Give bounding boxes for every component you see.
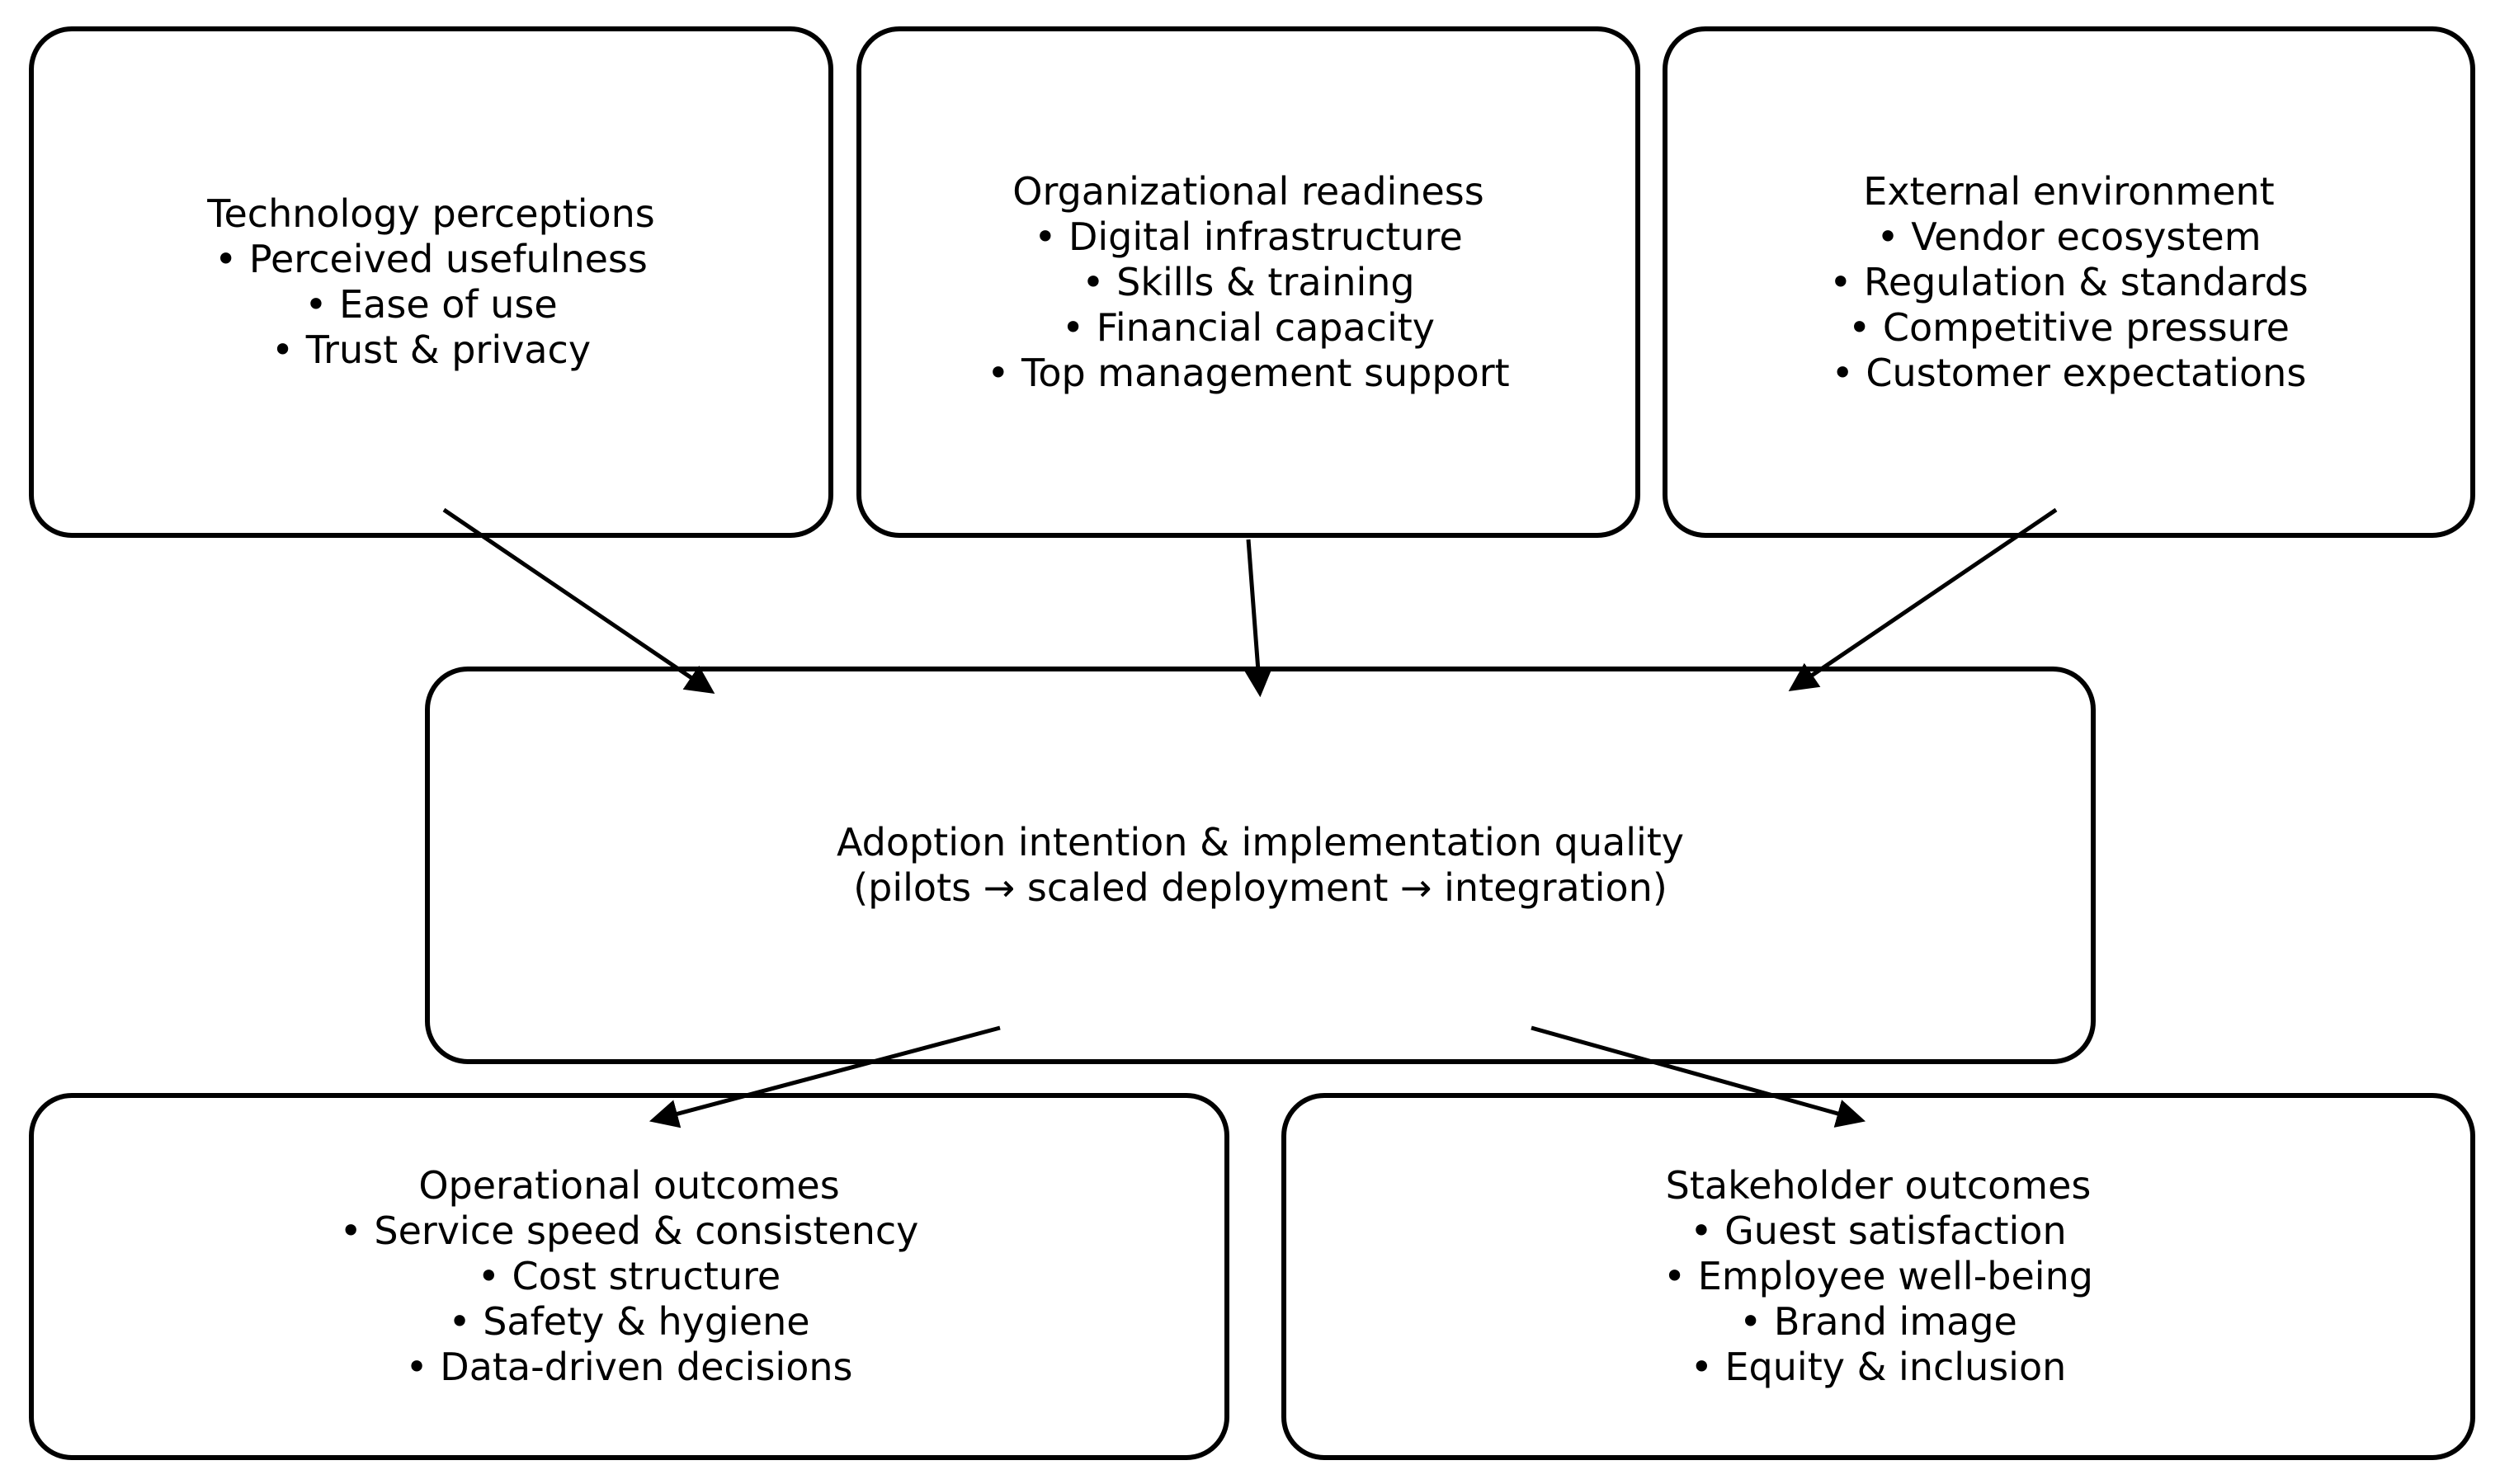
box-title: External environment — [1863, 168, 2275, 214]
box-technology-perceptions: Technology perceptions • Perceived usefu… — [29, 26, 833, 538]
box-title: Technology perceptions — [207, 191, 655, 236]
bullet-item: • Ease of use — [304, 282, 558, 327]
box-subtitle: (pilots → scaled deployment → integratio… — [853, 865, 1667, 910]
box-external-environment: External environment • Vendor ecosystem … — [1663, 26, 2475, 538]
bullet-item: • Digital infrastructure — [1034, 214, 1463, 259]
bullet-item: • Equity & inclusion — [1690, 1345, 2067, 1389]
box-title: Stakeholder outcomes — [1665, 1163, 2092, 1208]
bullet-item: • Guest satisfaction — [1690, 1208, 2067, 1253]
bullet-item: • Competitive pressure — [1848, 304, 2290, 350]
bullet-item: • Data-driven decisions — [405, 1345, 853, 1389]
bullet-item: • Top management support — [987, 350, 1510, 395]
box-stakeholder-outcomes: Stakeholder outcomes • Guest satisfactio… — [1281, 1093, 2475, 1460]
bullet-item: • Perceived usefulness — [215, 237, 648, 281]
bullet-item: • Safety & hygiene — [448, 1299, 810, 1344]
box-operational-outcomes: Operational outcomes • Service speed & c… — [29, 1093, 1229, 1460]
bullet-item: • Employee well-being — [1663, 1254, 2093, 1298]
bullet-item: • Customer expectations — [1831, 350, 2307, 395]
bullet-item: • Cost structure — [477, 1254, 781, 1298]
box-organizational-readiness: Organizational readiness • Digital infra… — [856, 26, 1640, 538]
box-title: Operational outcomes — [418, 1163, 840, 1208]
box-title: Organizational readiness — [1012, 168, 1484, 214]
bullet-item: • Vendor ecosystem — [1876, 214, 2262, 259]
box-adoption-intention: Adoption intention & implementation qual… — [425, 667, 2096, 1064]
bullet-item: • Regulation & standards — [1829, 259, 2309, 304]
box-title: Adoption intention & implementation qual… — [836, 820, 1685, 864]
bullet-item: • Skills & training — [1082, 259, 1415, 304]
bullet-item: • Financial capacity — [1061, 304, 1435, 350]
bullet-item: • Brand image — [1739, 1299, 2017, 1344]
bullet-item: • Service speed & consistency — [339, 1208, 919, 1253]
bullet-item: • Trust & privacy — [271, 327, 592, 372]
